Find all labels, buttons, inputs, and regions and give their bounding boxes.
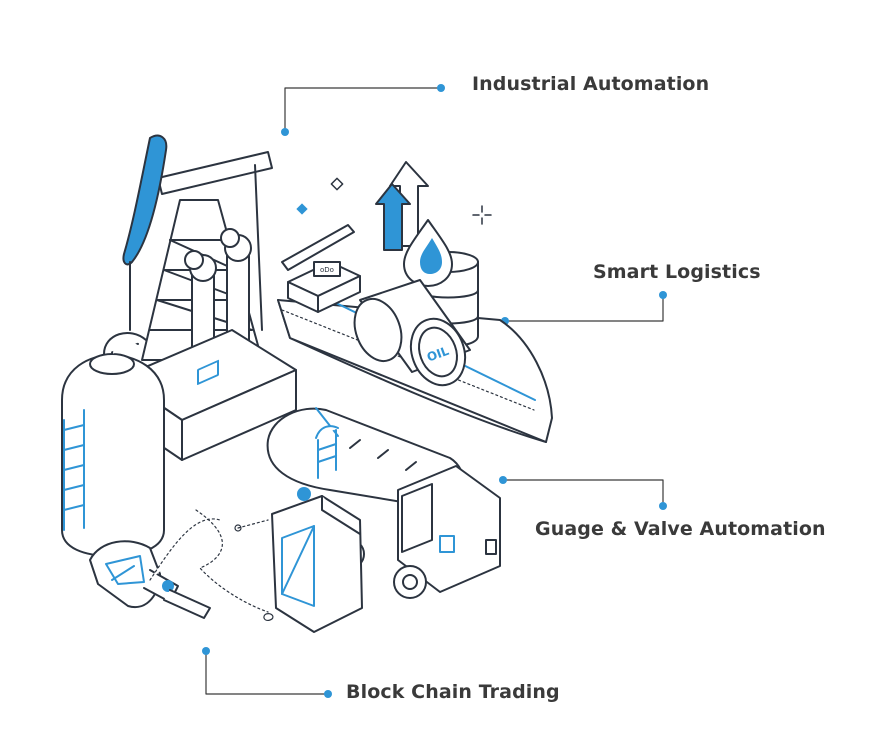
connector-industrial [284, 87, 442, 133]
dot-gauge-end [659, 502, 667, 510]
storage-tank-icon [61, 331, 165, 557]
dot-logistics-end [659, 291, 667, 299]
dot-industrial-start [281, 128, 289, 136]
label-smart-logistics: Smart Logistics [593, 261, 761, 283]
diamond-outline-icon [330, 177, 344, 191]
oil-pumpjack-icon [119, 134, 297, 461]
connector-lines [205, 87, 664, 695]
oil-barrel-icon: OIL [353, 219, 479, 387]
connector-logistics [504, 294, 664, 322]
connector-dots [202, 84, 667, 698]
dot-blockchain-end [324, 690, 332, 698]
jerrycan-icon [271, 487, 363, 633]
dot-industrial-end [437, 84, 445, 92]
dot-blockchain-start [202, 647, 210, 655]
connector-blockchain [205, 650, 329, 695]
jerrycan-panel [281, 525, 315, 607]
label-industrial-automation: Industrial Automation [472, 73, 710, 95]
nozzle-spout [163, 589, 211, 619]
connector-gauge [502, 479, 664, 507]
label-block-chain-trading: Block Chain Trading [346, 681, 560, 703]
dotted-path [195, 509, 274, 621]
arrow-filled [375, 183, 411, 251]
decorations [296, 177, 492, 225]
horse-head [122, 134, 168, 266]
tank-ladder [63, 409, 85, 531]
diamond-filled-icon [296, 203, 308, 215]
svg-text:oDo: oDo [320, 266, 334, 274]
dot-gauge-start [499, 476, 507, 484]
sparkle-icon [472, 205, 492, 225]
label-gauge-valve-automation: Guage & Valve Automation [535, 518, 826, 540]
walking-beam [157, 151, 273, 195]
fuel-nozzle-icon [89, 518, 221, 619]
up-arrow-icon [375, 161, 429, 251]
tank-body [61, 354, 165, 557]
